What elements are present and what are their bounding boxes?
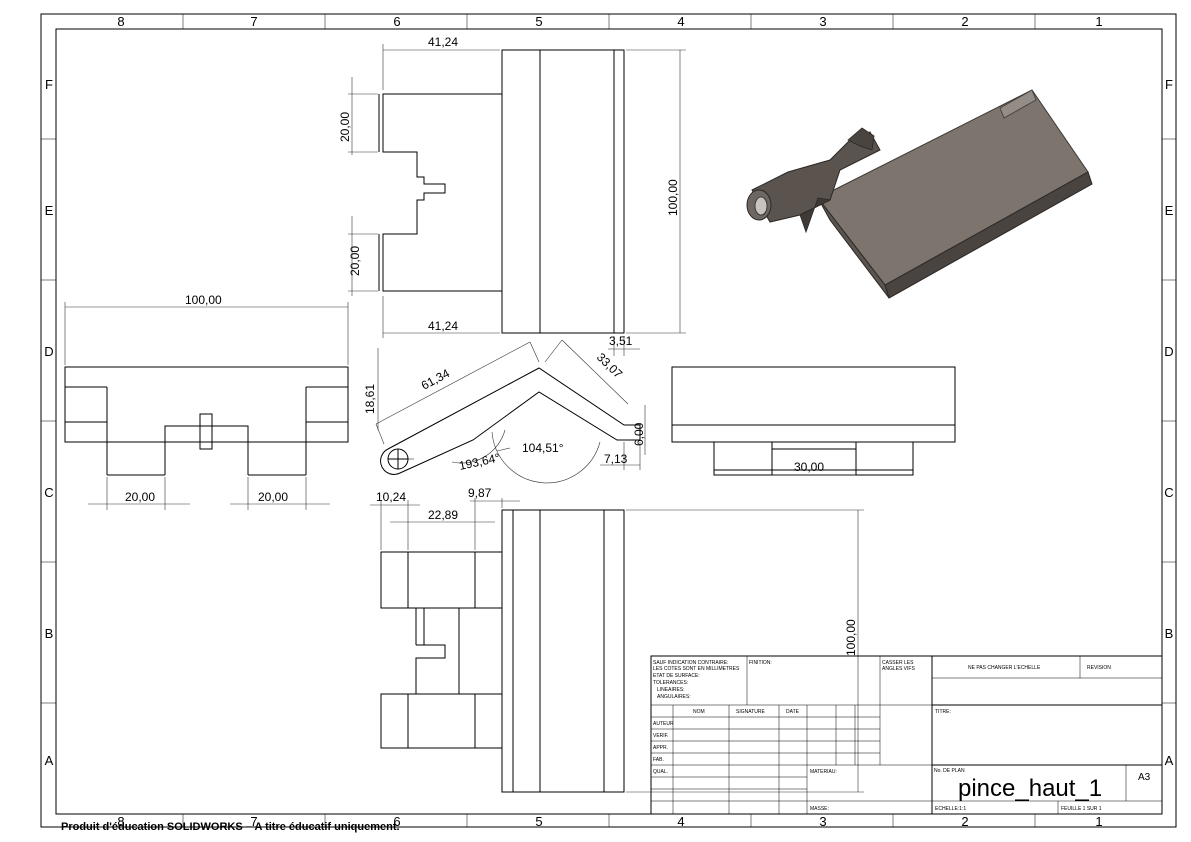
zone-col-label: 8 [117,814,124,829]
tb-no-de-plan: No. DE PLAN [934,768,965,774]
dim-side-61-34: 61,34 [419,366,452,393]
dim-left-20-00-b: 20,00 [258,490,288,504]
zone-row-label: A [1165,753,1174,768]
iso-hinge-flap [799,197,832,234]
tb-note: ANGULAIRES: [657,694,691,700]
zone-col-label: 5 [535,814,542,829]
zone-col-label: 1 [1095,814,1102,829]
zone-row-label: D [44,344,53,359]
dim-side-3-51: 3,51 [609,334,633,348]
dim-left-20-00-a: 20,00 [125,490,155,504]
tb-role: APPR. [653,745,668,751]
dim-right-30-00: 30,00 [794,460,824,474]
zone-labels: 8 7 6 5 4 3 2 1 8 7 6 5 4 3 2 1 F E D C … [44,14,1173,829]
title-block-text: SAUF INDICATION CONTRAIRE: LES COTES SON… [653,660,1151,812]
dim-side-6-00: 6,00 [632,422,646,446]
zone-col-label: 7 [250,14,257,29]
zone-row-label: A [45,753,54,768]
zone-row-label: B [1165,626,1174,641]
zone-ticks [41,14,1176,827]
tb-echelle: ECHELLE:1:1 [935,806,966,812]
iso-left-face [817,197,890,299]
zone-col-label: 6 [393,814,400,829]
zone-col-label: 2 [961,14,968,29]
dim-top-41-24-a: 41,24 [428,35,458,49]
zone-col-label: 2 [961,814,968,829]
dim-top-100-00: 100,00 [666,179,680,216]
top-view [348,44,686,338]
dim-top-20-00-a: 20,00 [338,112,352,142]
tb-note: LES COTES SONT EN MILLIMETRES [653,666,740,672]
dim-side-7-13: 7,13 [604,452,628,466]
zone-col-label: 3 [819,14,826,29]
outer-border [40,13,1177,828]
iso-pivot-hole [754,196,768,216]
tb-col-signature: SIGNATURE [736,709,765,715]
tb-feuille: FEUILLE 1 SUR 1 [1061,806,1102,812]
tb-ne-pas-changer: NE PAS CHANGER L'ECHELLE [968,665,1041,671]
dim-left-100-00: 100,00 [185,293,222,307]
tb-note: TOLERANCES: [653,680,688,686]
tb-role: AUTEUR [653,721,674,727]
education-watermark: Produit d'éducation SOLIDWORKS – A titre… [61,821,400,833]
dim-top-20-00-b: 20,00 [348,246,362,276]
zone-row-label: F [45,77,53,92]
zone-col-label: 8 [117,14,124,29]
right-view [671,366,956,476]
dim-top-41-24-b: 41,24 [428,319,458,333]
dim-bottom-9-87: 9,87 [468,486,492,500]
tb-role: FAB. [653,757,664,763]
iso-tab [847,127,875,151]
tb-casser: CASSER LES [882,660,914,666]
title-block [650,655,1163,815]
zone-row-label: C [1164,485,1173,500]
tb-finition: FINITION: [749,660,772,666]
tb-masse: MASSE: [810,806,829,812]
isometric-view [746,89,1093,299]
tb-note: LINEAIRES: [657,687,685,693]
zone-col-label: 4 [677,814,684,829]
dim-side-33-07: 33,07 [594,350,626,381]
iso-hinge-body [751,131,881,223]
iso-lip [999,89,1037,119]
tb-sheet-size: A3 [1138,772,1151,783]
zone-row-label: B [45,626,54,641]
dim-bottom-10-24: 10,24 [376,490,406,504]
tb-col-date: DATE [786,709,800,715]
tb-revision: REVISION [1087,665,1111,671]
zone-col-label: 7 [250,814,257,829]
dim-bottom-100-00: 100,00 [844,619,858,656]
tb-materiau: MATERIAU: [810,769,837,775]
zone-col-label: 6 [393,14,400,29]
tb-note: ETAT DE SURFACE: [653,673,700,679]
dim-bottom-22-89: 22,89 [428,508,458,522]
left-view [64,302,349,510]
dim-side-104-51: 104,51° [522,441,564,455]
tb-role: VERIF. [653,733,669,739]
zone-row-label: D [1164,344,1173,359]
zone-col-label: 3 [819,814,826,829]
tb-titre: TITRE: [935,709,951,715]
tb-casser: ANGLES VIFS [882,666,915,672]
tb-drawing-number: pince_haut_1 [958,775,1102,802]
dim-side-18-61: 18,61 [363,384,377,414]
zone-row-label: F [1165,77,1173,92]
zone-col-label: 5 [535,14,542,29]
tb-role: QUAL. [653,769,668,775]
zone-row-label: E [45,203,54,218]
side-profile-view [375,336,646,484]
tb-note: SAUF INDICATION CONTRAIRE: [653,660,728,666]
dim-side-193-64: 193,64° [458,451,502,473]
zone-row-label: C [44,485,53,500]
zone-row-label: E [1165,203,1174,218]
tb-col-nom: NOM [693,709,705,715]
bottom-view [370,498,864,793]
zone-col-label: 4 [677,14,684,29]
zone-col-label: 1 [1095,14,1102,29]
